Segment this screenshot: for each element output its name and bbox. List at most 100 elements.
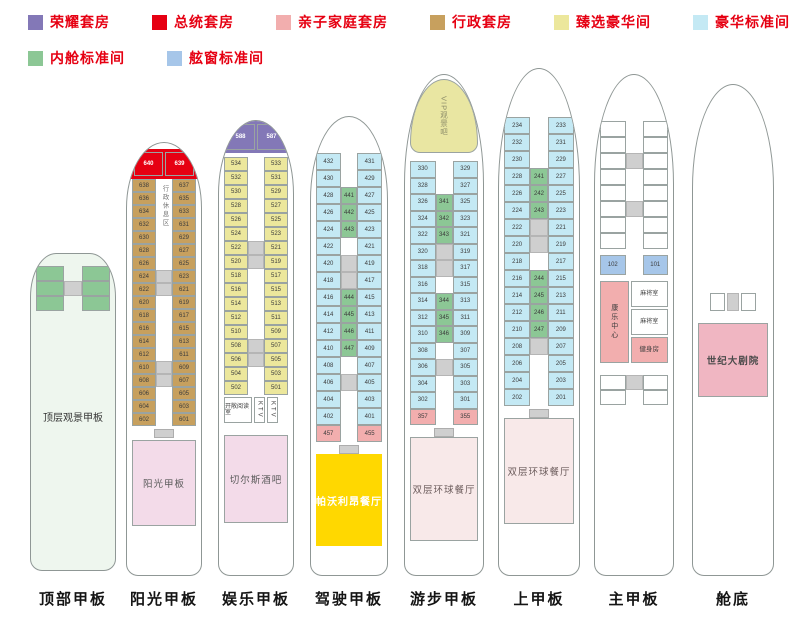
cabin-number: 622 xyxy=(138,286,149,293)
cabin-number: 303 xyxy=(460,380,471,387)
corridor: 342 xyxy=(435,210,453,227)
cabin-number: 326 xyxy=(417,199,428,206)
cabin-number: 514 xyxy=(230,301,241,307)
legend-swatch-presidential xyxy=(152,14,167,30)
cabin-row: 204 203 xyxy=(499,372,579,389)
facility-cell: 开敞阅读室 xyxy=(224,397,253,423)
cabin-cell: 311 xyxy=(452,309,478,326)
cabin-cell: 202 xyxy=(504,389,531,406)
cabin-row xyxy=(595,169,673,185)
cabin-number: 204 xyxy=(512,377,523,384)
cabin-number: 503 xyxy=(270,371,281,377)
cabin-cell: 532 xyxy=(224,171,248,185)
cabin-number: 322 xyxy=(417,232,428,239)
cabin-cell xyxy=(642,390,668,405)
cabin-cell xyxy=(82,266,110,281)
cabin-number: 636 xyxy=(138,195,149,202)
corridor xyxy=(248,241,264,255)
stairs-elevator-block xyxy=(529,409,549,418)
corridor: 345 xyxy=(435,309,453,326)
corridor xyxy=(156,309,172,322)
corridor xyxy=(156,296,172,309)
cabin-cell: 601 xyxy=(172,413,196,426)
cabin-cell: 634 xyxy=(132,205,156,218)
cabin-number: 203 xyxy=(555,377,566,384)
cabin-cell: 410 xyxy=(316,340,341,357)
legend-item-deluxe: 豪华标准间 xyxy=(693,12,790,32)
corridor: 445 xyxy=(340,306,358,323)
cabin-number: 229 xyxy=(555,156,566,163)
corridor xyxy=(341,391,358,408)
cabin-number: 442 xyxy=(343,209,354,216)
cabin-number: 312 xyxy=(417,314,428,321)
cabin-cell: 215 xyxy=(547,270,574,287)
corridor xyxy=(156,322,172,335)
legend-item-exec: 行政套房 xyxy=(430,12,512,32)
cabin-row: 506 505 xyxy=(219,353,293,367)
cabin-cell: 305 xyxy=(452,359,478,376)
cabin-number: 639 xyxy=(174,161,185,167)
cabin-row xyxy=(595,390,673,405)
cabin-number: 534 xyxy=(230,161,241,167)
cabin-number: 218 xyxy=(512,258,523,265)
cabin-number: 102 xyxy=(607,262,618,268)
cabin-cell: 625 xyxy=(172,257,196,270)
cabin-cell: 624 xyxy=(132,270,156,283)
cabin-number: 505 xyxy=(270,357,281,363)
cabin-cell: 412 xyxy=(316,323,341,340)
facility-cell: 康乐中心 xyxy=(600,281,629,363)
cabin-cell xyxy=(642,201,668,217)
inner-cabin-cell: 247 xyxy=(530,321,548,338)
cabin-number: 232 xyxy=(512,139,523,146)
corridor xyxy=(626,255,643,275)
cabin-number: 455 xyxy=(364,430,375,437)
cabin-cell xyxy=(600,153,626,169)
cabin-number: 616 xyxy=(138,325,149,332)
inner-cabin-cell: 341 xyxy=(435,194,453,211)
cabin-row xyxy=(595,375,673,390)
cabin-cell: 502 xyxy=(224,381,248,395)
room-label: 健身房 xyxy=(639,345,660,353)
cabin-cell xyxy=(642,185,668,201)
cabin-number: 587 xyxy=(266,134,277,140)
cabin-number: 607 xyxy=(178,377,189,384)
venue-label: 双层环球餐厅 xyxy=(412,485,476,496)
corridor xyxy=(156,283,172,296)
cabin-cell: 617 xyxy=(172,309,196,322)
cabin-number: 342 xyxy=(438,215,449,222)
venue-block: 帕沃利昂餐厅 xyxy=(316,454,382,546)
corridor xyxy=(156,231,172,244)
cabin-cell: 529 xyxy=(264,185,288,199)
hull-gap xyxy=(595,365,673,375)
cabin-number: 631 xyxy=(178,221,189,228)
cabin-number: 328 xyxy=(417,182,428,189)
cabin-number: 605 xyxy=(178,390,189,397)
cabin-number: 609 xyxy=(178,364,189,371)
corridor xyxy=(626,217,643,233)
corridor xyxy=(248,255,264,269)
cabin-cell xyxy=(36,296,64,311)
corridor xyxy=(626,185,643,201)
cabin-cell: 631 xyxy=(172,218,196,231)
cabin-cell: 618 xyxy=(132,309,156,322)
corridor xyxy=(625,153,643,169)
cabin-cell: 509 xyxy=(264,325,288,339)
area-label: 顶层观景甲板 xyxy=(43,412,103,424)
cabin-cell: 326 xyxy=(410,194,436,211)
cabin-number: 329 xyxy=(460,166,471,173)
cabin-cell: 534 xyxy=(224,157,248,171)
cabin-number: 220 xyxy=(512,241,523,248)
cabin-number: 611 xyxy=(179,351,189,358)
cabin-cell: 608 xyxy=(132,374,156,387)
cabin-number: 506 xyxy=(230,357,241,363)
cabin-cell: 621 xyxy=(172,283,196,296)
cabin-number: 624 xyxy=(138,273,149,280)
stairs-cell xyxy=(625,201,643,217)
